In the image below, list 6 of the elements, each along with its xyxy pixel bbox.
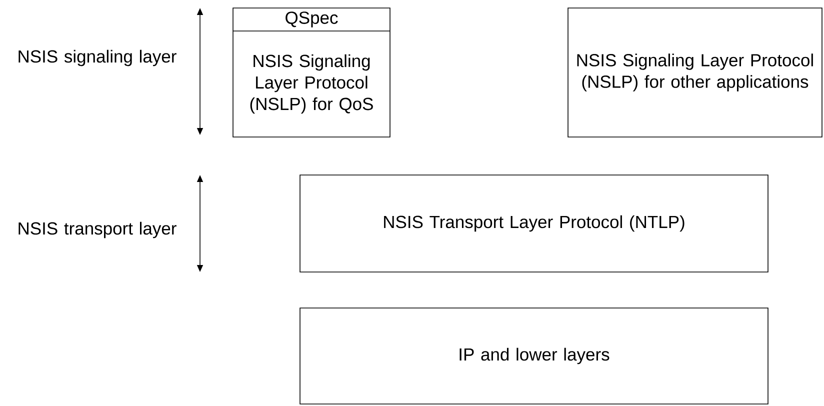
layer-box: NSIS Transport Layer Protocol (NTLP): [300, 174, 768, 272]
layer-box: QSpec NSIS Signaling Layer Protocol (NSLP) for QoS: [232, 8, 390, 138]
layer-box: NSIS Signaling Layer Protocol (NSLP) for other applications: [568, 8, 822, 138]
layer-label: NSIS transport layer: [18, 222, 176, 238]
layer-label: NSIS signaling layer: [18, 50, 176, 66]
layer-box: IP and lower layers: [300, 308, 768, 404]
